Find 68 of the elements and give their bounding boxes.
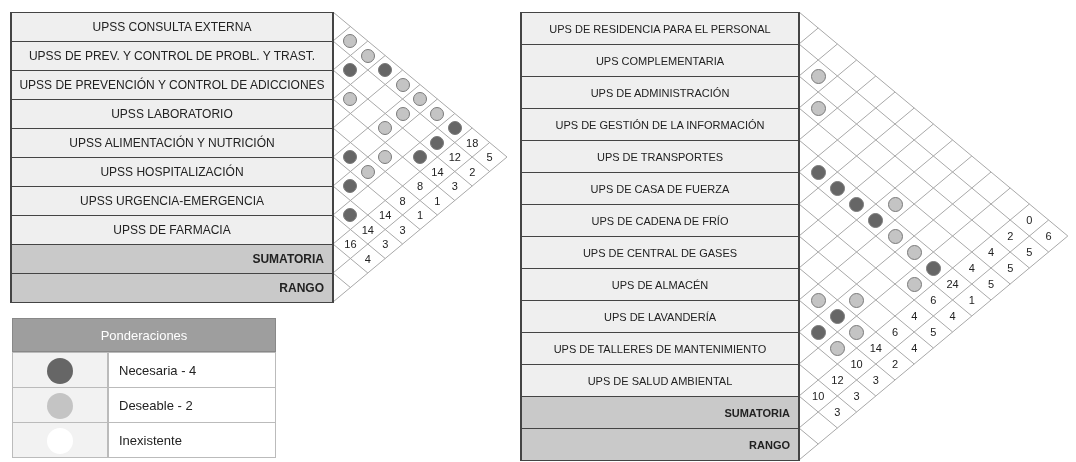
row-header: UPS DE LAVANDERÍA (520, 300, 800, 333)
matrix-value: 6 (890, 325, 900, 339)
matrix-value: 5 (986, 277, 996, 291)
matrix-value: 4 (363, 251, 372, 266)
row-header: UPS DE TRANSPORTES (520, 140, 800, 173)
matrix-value: 14 (360, 222, 375, 237)
matrix-value: 12 (447, 150, 462, 164)
total-row-header: SUMATORIA (10, 244, 334, 274)
matrix-value: 3 (871, 373, 880, 387)
matrix-value: 5 (929, 325, 938, 339)
matrix-value: 6 (929, 293, 938, 307)
row-header: UPS DE ALMACÉN (520, 268, 800, 301)
matrix-value: 2 (1006, 229, 1015, 243)
matrix-value: 5 (1006, 261, 1015, 275)
matrix-value: 0 (1025, 213, 1034, 227)
matrix-value: 4 (948, 309, 957, 323)
legend-text: Necesaria - 4 (108, 352, 276, 388)
legend-title: Ponderaciones (12, 318, 276, 352)
matrix-value: 3 (852, 389, 861, 403)
row-header: UPS DE RESIDENCIA PARA EL PERSONAL (520, 12, 800, 45)
row-header: UPS DE TALLERES DE MANTENIMIENTO (520, 332, 800, 365)
matrix-value: 3 (398, 222, 407, 237)
matrix-value: 8 (398, 193, 407, 208)
matrix-value: 10 (811, 389, 826, 403)
matrix-value: 1 (433, 193, 442, 208)
row-header: UPSS URGENCIA-EMERGENCIA (10, 186, 334, 216)
row-header: UPS DE CADENA DE FRÍO (520, 204, 800, 237)
legend-text: Inexistente (108, 422, 276, 458)
matrix-value: 1 (415, 208, 425, 222)
matrix-value: 18 (465, 135, 480, 150)
row-header: UPS DE CASA DE FUERZA (520, 172, 800, 205)
matrix-value: 14 (378, 208, 393, 222)
matrix-value: 3 (381, 237, 390, 251)
matrix-value: 16 (343, 237, 358, 251)
matrix-value: 24 (945, 277, 960, 291)
total-row-header: RANGO (10, 273, 334, 303)
legend-text: Deseable - 2 (108, 387, 276, 423)
matrix-value: 10 (849, 357, 864, 371)
row-header: UPSS DE PREVENCIÓN Y CONTROL DE ADICCIONES (10, 70, 334, 100)
matrix-value: 8 (415, 179, 425, 193)
matrix-value: 14 (868, 341, 883, 355)
matrix-value: 2 (890, 357, 900, 371)
matrix-value: 3 (450, 179, 459, 193)
row-header: UPSS DE PREV. Y CONTROL DE PROBL. Y TRAST. (10, 41, 334, 71)
row-header: UPSS CONSULTA EXTERNA (10, 12, 334, 42)
row-header: UPS COMPLEMENTARIA (520, 44, 800, 77)
matrix-value: 4 (910, 309, 919, 323)
total-row-header: SUMATORIA (520, 396, 800, 429)
row-header: UPSS ALIMENTACIÓN Y NUTRICIÓN (10, 128, 334, 158)
matrix-value: 6 (1044, 229, 1053, 243)
matrix-value: 5 (485, 150, 494, 164)
matrix-value: 5 (1025, 245, 1034, 259)
matrix-value: 4 (910, 341, 919, 355)
matrix-value: 1 (967, 293, 976, 307)
row-header: UPSS HOSPITALIZACIÓN (10, 157, 334, 187)
matrix-value: 3 (833, 405, 842, 419)
matrix-value: 2 (468, 164, 477, 179)
matrix-value: 14 (430, 164, 445, 179)
matrix-value: 4 (967, 261, 976, 275)
row-header: UPS DE GESTIÓN DE LA INFORMACIÓN (520, 108, 800, 141)
row-header: UPSS LABORATORIO (10, 99, 334, 129)
row-header: UPSS DE FARMACIA (10, 215, 334, 245)
row-header: UPS DE SALUD AMBIENTAL (520, 364, 800, 397)
matrix-value: 12 (830, 373, 845, 387)
matrix-value: 4 (986, 245, 996, 259)
row-header: UPS DE ADMINISTRACIÓN (520, 76, 800, 109)
total-row-header: RANGO (520, 428, 800, 461)
row-header: UPS DE CENTRAL DE GASES (520, 236, 800, 269)
